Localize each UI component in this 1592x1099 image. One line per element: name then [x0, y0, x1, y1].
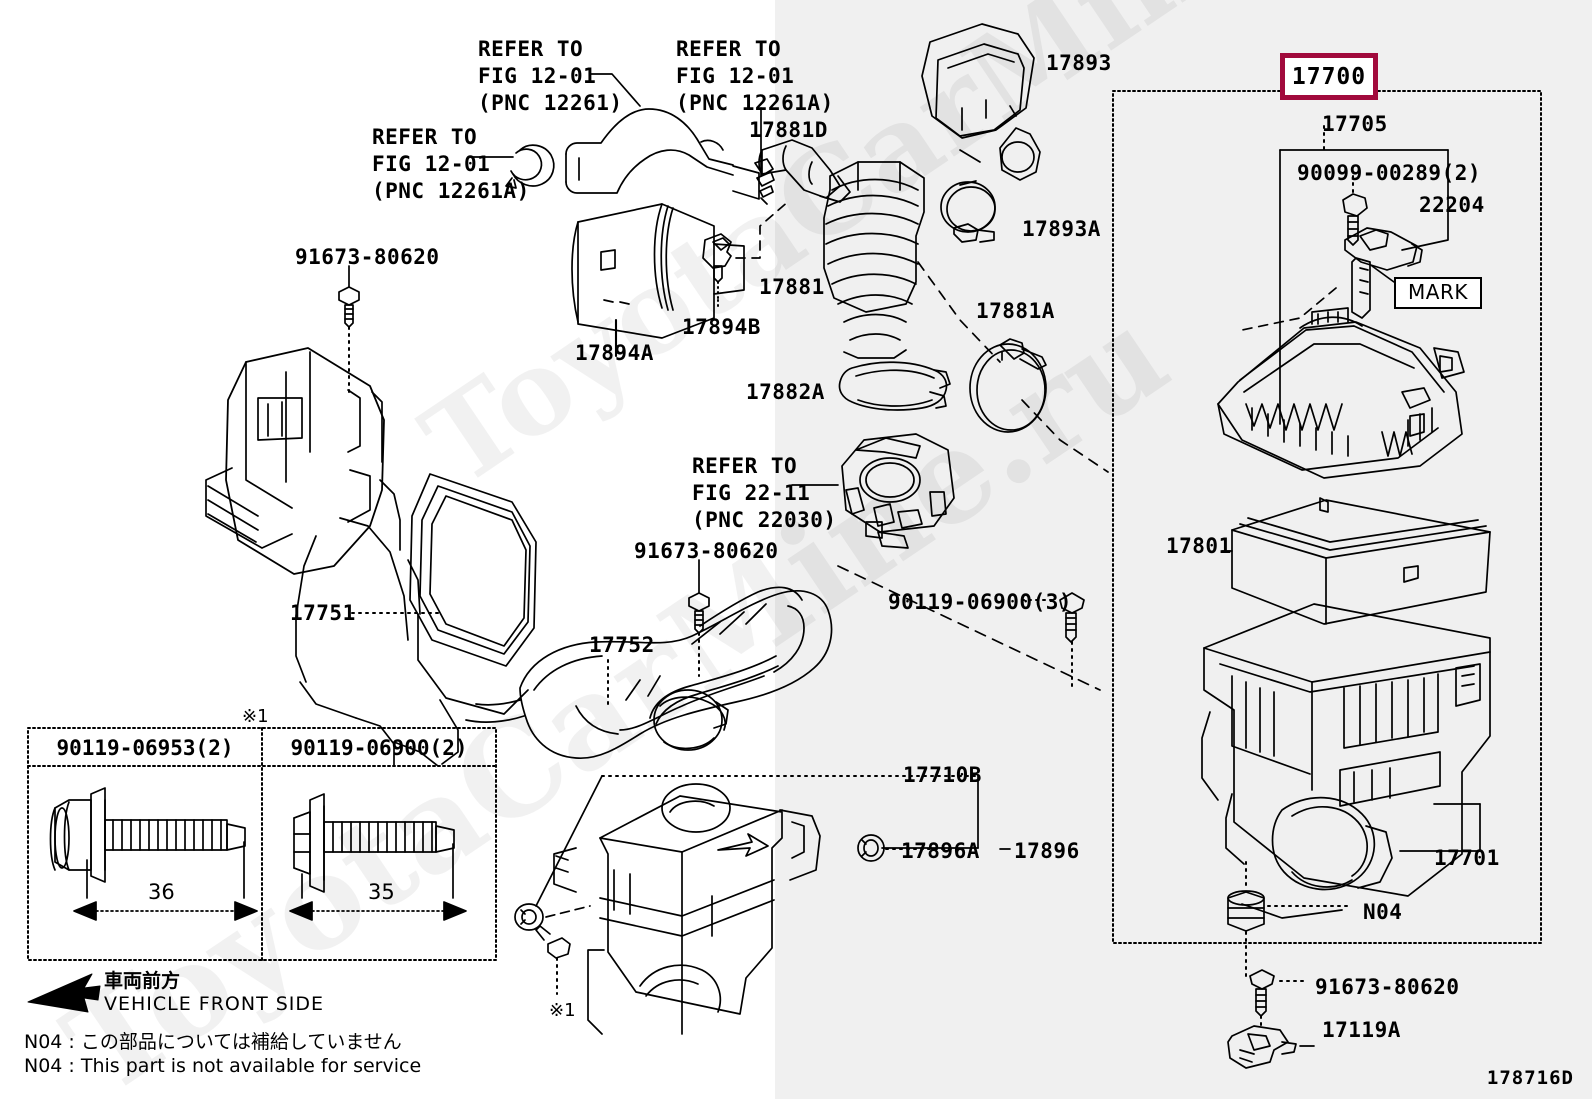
label-17893: 17893: [1046, 51, 1112, 75]
label-17705: 17705: [1322, 112, 1388, 136]
leader-refer-12261: [589, 73, 641, 107]
leader-17710b-diag: [535, 775, 603, 907]
label-17881a: 17881A: [976, 299, 1055, 323]
label-17881: 17881: [759, 275, 825, 299]
part-17881-hose: [823, 161, 925, 359]
part-90099-screw: [1342, 193, 1368, 246]
label-17882a: 17882A: [746, 380, 825, 404]
part-17896-resonator-box: [553, 783, 821, 1035]
background-shading-right: [775, 0, 1592, 1099]
part-resonator-grommet-left: [514, 903, 544, 931]
dashed-17881d-17894b: [735, 199, 791, 259]
part-bolt-91673-mid: [688, 592, 710, 634]
label-90119-06900-3: 90119-06900(3): [888, 590, 1073, 614]
part-clamp-12261a: [505, 144, 555, 189]
part-n04-grommet: [1227, 890, 1265, 932]
part-sensor-12894b-top: [754, 158, 775, 205]
front-arrow-label-jp: 車両前方: [104, 970, 181, 992]
label-90099-00289: 90099-00289(2): [1297, 161, 1482, 185]
part-bolt-91673-top: [338, 286, 360, 328]
note-not-supplied-jp: N04 : この部品については補給していません: [24, 1031, 402, 1053]
part-17119a-bracket: [1227, 1025, 1297, 1069]
part-17701-case: [1201, 603, 1491, 919]
leader-22204: [1401, 195, 1449, 251]
bolt-dimension-a: 36: [148, 880, 175, 904]
asterisk-ref-table: ※1: [242, 706, 269, 727]
part-17751-duct: [205, 347, 537, 767]
label-17896a: 17896A: [901, 839, 980, 863]
label-17881d: 17881D: [749, 118, 828, 142]
part-bolt-91673-bottom: [1249, 969, 1275, 1017]
bolt-illustration-a: [49, 787, 258, 921]
part-17893a-clamp: [940, 180, 996, 243]
arrow-molded: [717, 833, 769, 857]
part-17881a-clamp: [969, 338, 1047, 433]
bolt-dimension-b: 35: [368, 880, 395, 904]
callout-refer-12261: REFER TO FIG 12-01 (PNC 12261): [478, 37, 623, 115]
mark-box: MARK: [1394, 277, 1482, 309]
label-17896: 17896: [1014, 839, 1080, 863]
asterisk-ref-resonator: ※1: [549, 1000, 576, 1021]
dashed-duct-to-assembly: [837, 565, 1101, 691]
detail-17893-neck: [959, 149, 981, 163]
part-pipe-12261: [565, 108, 760, 200]
label-91673-mid: 91673-80620: [634, 539, 779, 563]
front-arrow-label-en: VEHICLE FRONT SIDE: [104, 993, 325, 1015]
part-resonator-screw: [535, 925, 571, 959]
highlight-part-number: 17700: [1291, 63, 1367, 90]
bolt-table-header-b: 90119-06900(2): [290, 736, 468, 760]
mark-label: MARK: [1408, 280, 1468, 305]
part-bolt-90119-06900-3: [1059, 592, 1085, 643]
part-17894b-sensor: [702, 233, 732, 301]
dashed-17881-17881a: [917, 261, 1001, 363]
part-17893-resonator: [921, 23, 1041, 181]
label-17894a: 17894A: [575, 341, 654, 365]
dashed-17881a-assembly: [1021, 399, 1109, 473]
label-n04-right: N04: [1363, 900, 1403, 924]
callout-refer-12261a-top: REFER TO FIG 12-01 (PNC 12261A): [676, 37, 834, 115]
label-17751: 17751: [290, 601, 356, 625]
label-17710b: 17710B: [903, 763, 982, 787]
label-17119a: 17119A: [1322, 1018, 1401, 1042]
note-not-supplied-en: N04 : This part is not available for ser…: [24, 1055, 422, 1077]
label-22204: 22204: [1419, 193, 1485, 217]
callout-refer-12261a-left: REFER TO FIG 12-01 (PNC 12261A): [372, 125, 530, 203]
highlight-box-17700[interactable]: 17700: [1280, 53, 1378, 100]
part-aircleaner-cap: [1217, 307, 1465, 479]
bolt-table-header-a: 90119-06953(2): [56, 736, 234, 760]
part-17896a-grommet: [857, 834, 885, 862]
dashed-grommet-resonator: [545, 905, 591, 918]
part-17752-duct: [465, 586, 833, 760]
label-91673-top: 91673-80620: [295, 245, 440, 269]
vehicle-front-arrow: [27, 973, 101, 1013]
part-17801-filter-element: [1231, 497, 1491, 625]
part-throttle-body-22030: [841, 433, 955, 549]
label-17752: 17752: [589, 633, 655, 657]
part-17894a-box: [571, 203, 745, 358]
label-17894b: 17894B: [682, 315, 761, 339]
figure-id: 178716D: [1486, 1067, 1574, 1089]
dashed-maf-to-cap: [1241, 287, 1337, 331]
bolt-illustration-b: [289, 793, 467, 921]
label-91673-bottom: 91673-80620: [1315, 975, 1460, 999]
label-17701: 17701: [1434, 846, 1500, 870]
label-17893a: 17893A: [1022, 217, 1101, 241]
label-17801: 17801: [1166, 534, 1232, 558]
leader-mark-to-sensor: [1371, 265, 1395, 283]
part-17882a-clamp: [838, 361, 951, 411]
bolt-spec-table: [27, 727, 497, 961]
callout-refer-22030: REFER TO FIG 22-11 (PNC 22030): [692, 454, 837, 532]
